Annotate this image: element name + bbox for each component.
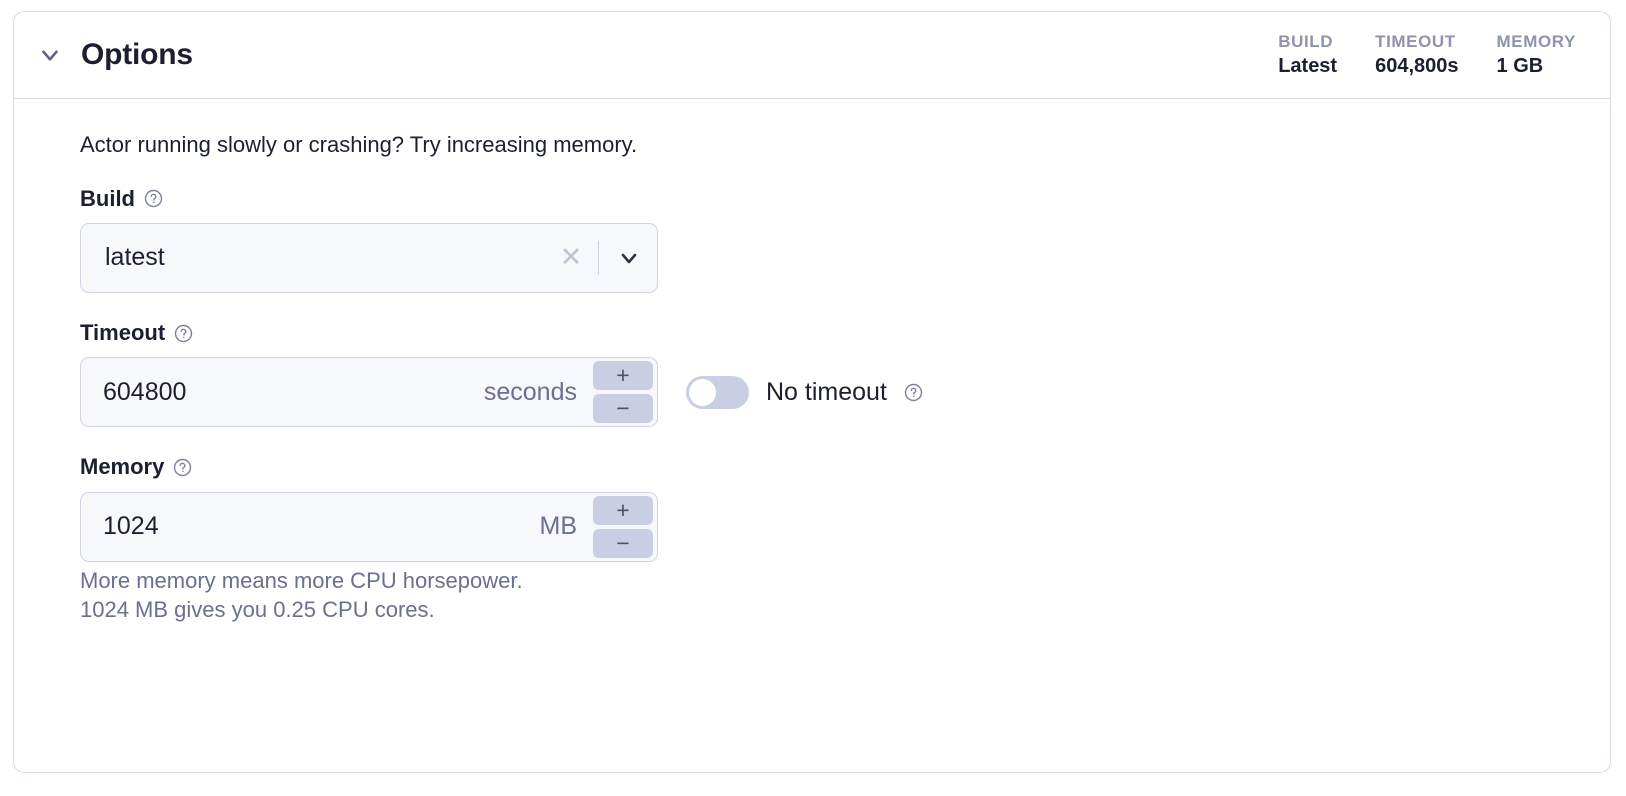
help-circle-icon[interactable] [144,189,163,208]
timeout-increment-button[interactable]: + [593,361,653,391]
memory-row: MB + − [80,491,1610,562]
stat-timeout-label: TIMEOUT [1375,31,1456,51]
stat-timeout-value: 604,800s [1375,55,1459,78]
timeout-row: seconds + − No timeout [80,357,1610,428]
help-circle-icon[interactable] [904,383,923,402]
stat-memory: MEMORY 1 GB [1496,31,1576,78]
build-label: Build [80,185,135,211]
no-timeout-group: No timeout [686,375,923,409]
chevron-down-icon[interactable] [35,40,65,70]
timeout-input[interactable] [103,377,484,407]
stat-build: BUILD Latest [1278,31,1338,78]
stat-timeout: TIMEOUT 604,800s [1375,31,1459,78]
timeout-decrement-button[interactable]: − [593,394,653,424]
memory-unit: MB [539,512,578,541]
options-card: Options BUILD Latest TIMEOUT 604,800s ME… [13,11,1611,773]
build-label-row: Build [80,186,1610,212]
close-icon[interactable]: ✕ [559,242,583,273]
build-select[interactable]: latest ✕ [80,222,658,293]
chevron-down-icon[interactable] [611,241,647,275]
memory-input-wrapper[interactable]: MB + − [80,491,658,562]
toggle-knob [689,378,716,406]
help-circle-icon[interactable] [174,324,193,343]
timeout-label-row: Timeout [80,320,1610,346]
no-timeout-toggle[interactable] [686,375,749,409]
memory-decrement-button[interactable]: − [593,528,653,558]
build-select-value: latest [105,243,165,272]
no-timeout-label: No timeout [766,377,887,406]
memory-label-row: Memory [80,454,1610,480]
intro-text: Actor running slowly or crashing? Try in… [80,132,638,157]
timeout-stepper: + − [593,361,657,424]
memory-input[interactable] [103,512,540,542]
stat-build-label: BUILD [1278,31,1334,51]
timeout-label: Timeout [80,319,166,345]
memory-label: Memory [80,454,165,480]
help-circle-icon[interactable] [173,458,192,477]
timeout-unit: seconds [483,377,577,406]
stat-memory-label: MEMORY [1496,31,1576,51]
header-stats: BUILD Latest TIMEOUT 604,800s MEMORY 1 G… [1278,31,1582,78]
stat-build-value: Latest [1278,55,1338,78]
options-card-body: Actor running slowly or crashing? Try in… [14,99,1610,624]
select-separator [598,240,599,275]
stat-memory-value: 1 GB [1496,55,1544,78]
memory-increment-button[interactable]: + [593,495,653,525]
memory-helper-line-1: More memory means more CPU horsepower. [80,567,523,593]
memory-stepper: + − [593,495,657,558]
timeout-input-wrapper[interactable]: seconds + − [80,357,658,428]
memory-helper-text: More memory means more CPU horsepower. 1… [80,566,1610,625]
page-title: Options [81,38,193,71]
header-left-group: Options [35,40,193,70]
options-card-header: Options BUILD Latest TIMEOUT 604,800s ME… [14,12,1610,99]
memory-helper-line-2: 1024 MB gives you 0.25 CPU cores. [80,597,435,623]
